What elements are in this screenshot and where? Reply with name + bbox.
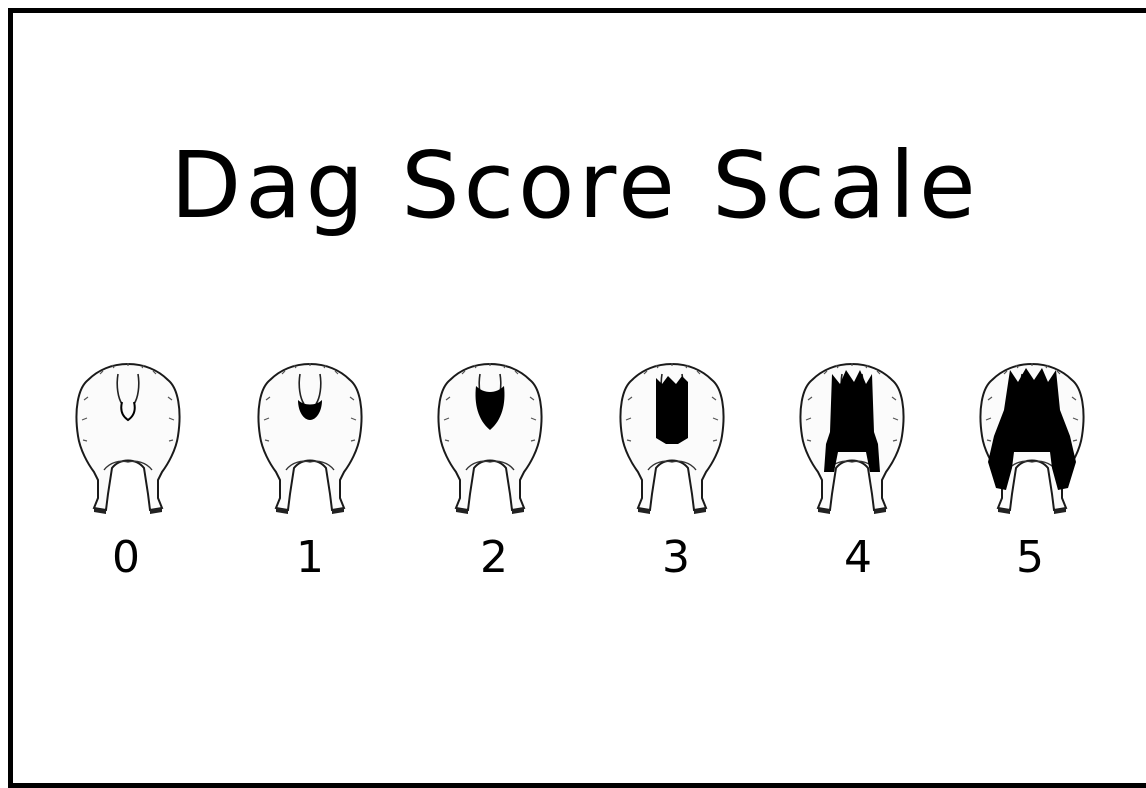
score-label: 1: [270, 536, 350, 580]
sheep-rear-icon: [252, 340, 368, 516]
sheep-rear-icon: [794, 340, 910, 516]
page-title: Dag Score Scale: [0, 140, 1146, 232]
score-label: 5: [990, 536, 1070, 580]
sheep-rear-icon: [70, 340, 186, 516]
score-label: 4: [818, 536, 898, 580]
sheep-rear-icon: [974, 340, 1090, 516]
score-label: 0: [86, 536, 166, 580]
score-label: 2: [454, 536, 534, 580]
sheep-rear-icon: [614, 340, 730, 516]
score-label: 3: [636, 536, 716, 580]
sheep-rear-icon: [432, 340, 548, 516]
